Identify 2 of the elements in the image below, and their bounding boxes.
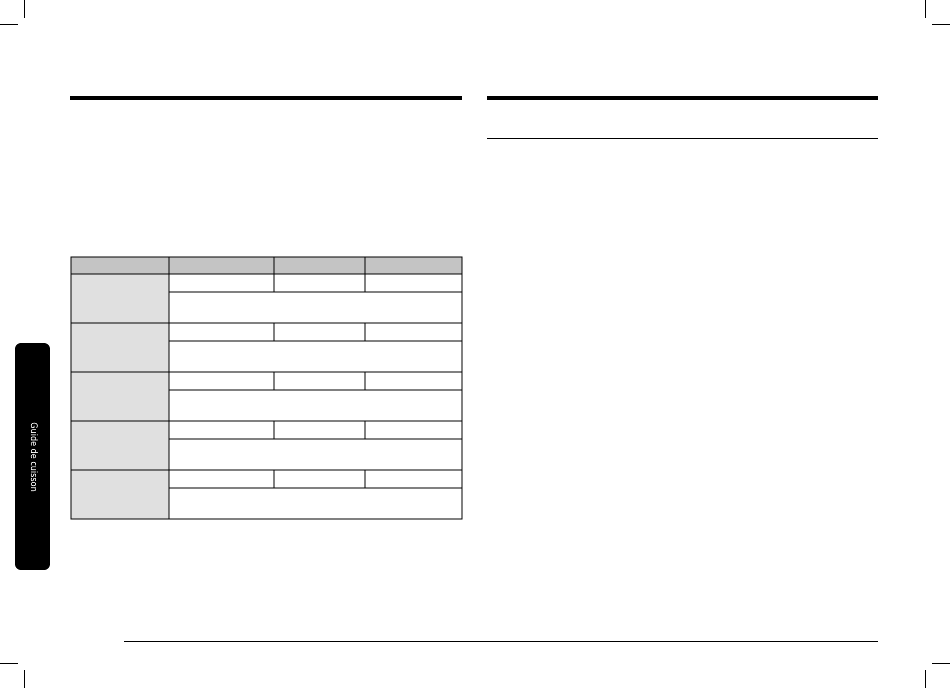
section-label: Guide de cuisson bbox=[28, 422, 38, 492]
side-tab bbox=[15, 343, 50, 570]
